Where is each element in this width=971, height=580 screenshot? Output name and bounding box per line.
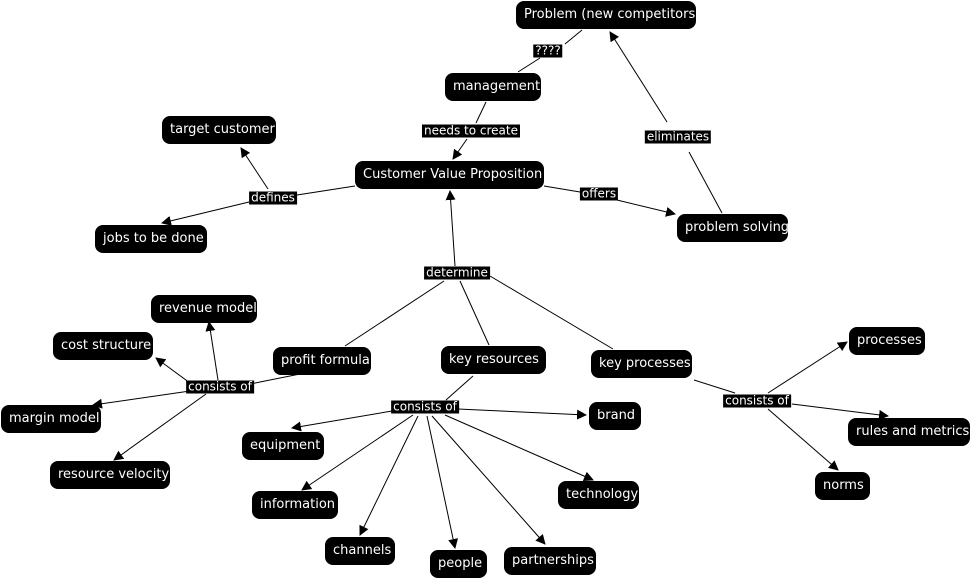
line-consists-cost bbox=[155, 357, 191, 384]
line-consists-brand bbox=[457, 408, 587, 420]
line-consists-information bbox=[301, 414, 414, 491]
node-customer-value-proposition[interactable]: Customer Value Proposition bbox=[355, 161, 544, 189]
link-label-consists-of-resources: consists of bbox=[391, 399, 459, 414]
line-determine-cvp bbox=[445, 190, 456, 267]
node-brand[interactable]: brand bbox=[589, 402, 641, 430]
line-determine-profit bbox=[344, 280, 445, 347]
link-label-defines: defines bbox=[249, 190, 297, 205]
line-processes-consists bbox=[693, 379, 736, 394]
node-processes[interactable]: processes bbox=[849, 327, 925, 355]
line-consists-partnerships bbox=[431, 415, 546, 545]
node-rules-and-metrics[interactable]: rules and metrics bbox=[848, 418, 970, 446]
line-consists-channels bbox=[359, 415, 419, 536]
line-consists-norms bbox=[767, 408, 839, 471]
link-label-offers: offers bbox=[579, 186, 619, 201]
line-eliminates-problem bbox=[609, 31, 668, 123]
node-target-customer[interactable]: target customer bbox=[162, 116, 276, 144]
node-key-processes[interactable]: key processes bbox=[591, 350, 692, 378]
node-people[interactable]: people bbox=[430, 550, 487, 578]
node-equipment[interactable]: equipment bbox=[242, 432, 324, 460]
line-problem-qqqq bbox=[564, 29, 583, 45]
line-management-needs bbox=[475, 101, 487, 124]
node-management[interactable]: management bbox=[445, 73, 541, 101]
node-norms[interactable]: norms bbox=[815, 472, 870, 500]
node-cost-structure[interactable]: cost structure bbox=[53, 332, 153, 360]
node-information[interactable]: information bbox=[252, 491, 338, 519]
line-qqqq-management bbox=[517, 57, 541, 73]
link-label-needs-to-create: needs to create bbox=[421, 123, 521, 138]
line-consists-technology bbox=[444, 414, 594, 481]
line-needs-cvp bbox=[452, 138, 468, 160]
link-label-consists-of-profit: consists of bbox=[186, 379, 254, 394]
line-consists-velocity bbox=[113, 393, 207, 461]
link-label-consists-of-processes: consists of bbox=[723, 393, 791, 408]
line-offers-solving bbox=[616, 199, 676, 217]
node-jobs-to-be-done[interactable]: jobs to be done bbox=[95, 225, 207, 253]
line-consists-processes bbox=[767, 341, 848, 394]
node-partnerships[interactable]: partnerships bbox=[504, 547, 596, 575]
node-problem[interactable]: Problem (new competitors) bbox=[516, 1, 700, 29]
line-resources-consists bbox=[445, 375, 474, 401]
line-profit-consists bbox=[249, 373, 301, 385]
line-determine-resources bbox=[459, 280, 490, 346]
line-consists-rules bbox=[791, 403, 889, 420]
node-key-resources[interactable]: key resources bbox=[441, 346, 546, 374]
line-defines-jobs bbox=[161, 201, 250, 226]
node-resource-velocity[interactable]: resource velocity bbox=[50, 461, 170, 489]
link-label-eliminates: eliminates bbox=[644, 129, 712, 144]
line-solving-eliminates bbox=[688, 151, 723, 214]
node-channels[interactable]: channels bbox=[325, 537, 395, 565]
node-profit-formula[interactable]: profit formula bbox=[273, 347, 371, 375]
line-cvp-offers bbox=[543, 185, 581, 193]
line-consists-margin bbox=[92, 390, 191, 409]
line-consists-equipment bbox=[291, 410, 393, 432]
node-revenue-model[interactable]: revenue model bbox=[151, 295, 257, 323]
node-problem-solving[interactable]: problem solving bbox=[677, 214, 789, 242]
line-consists-revenue bbox=[205, 321, 219, 381]
line-defines-target bbox=[240, 147, 269, 190]
link-label-determine: determine bbox=[424, 265, 490, 280]
node-technology[interactable]: technology bbox=[558, 481, 639, 509]
line-consists-people bbox=[426, 415, 459, 549]
node-margin-model[interactable]: margin model bbox=[1, 405, 101, 433]
line-cvp-defines bbox=[296, 185, 356, 196]
link-label-qqqq: ???? bbox=[533, 43, 563, 58]
line-determine-processes bbox=[489, 275, 614, 350]
